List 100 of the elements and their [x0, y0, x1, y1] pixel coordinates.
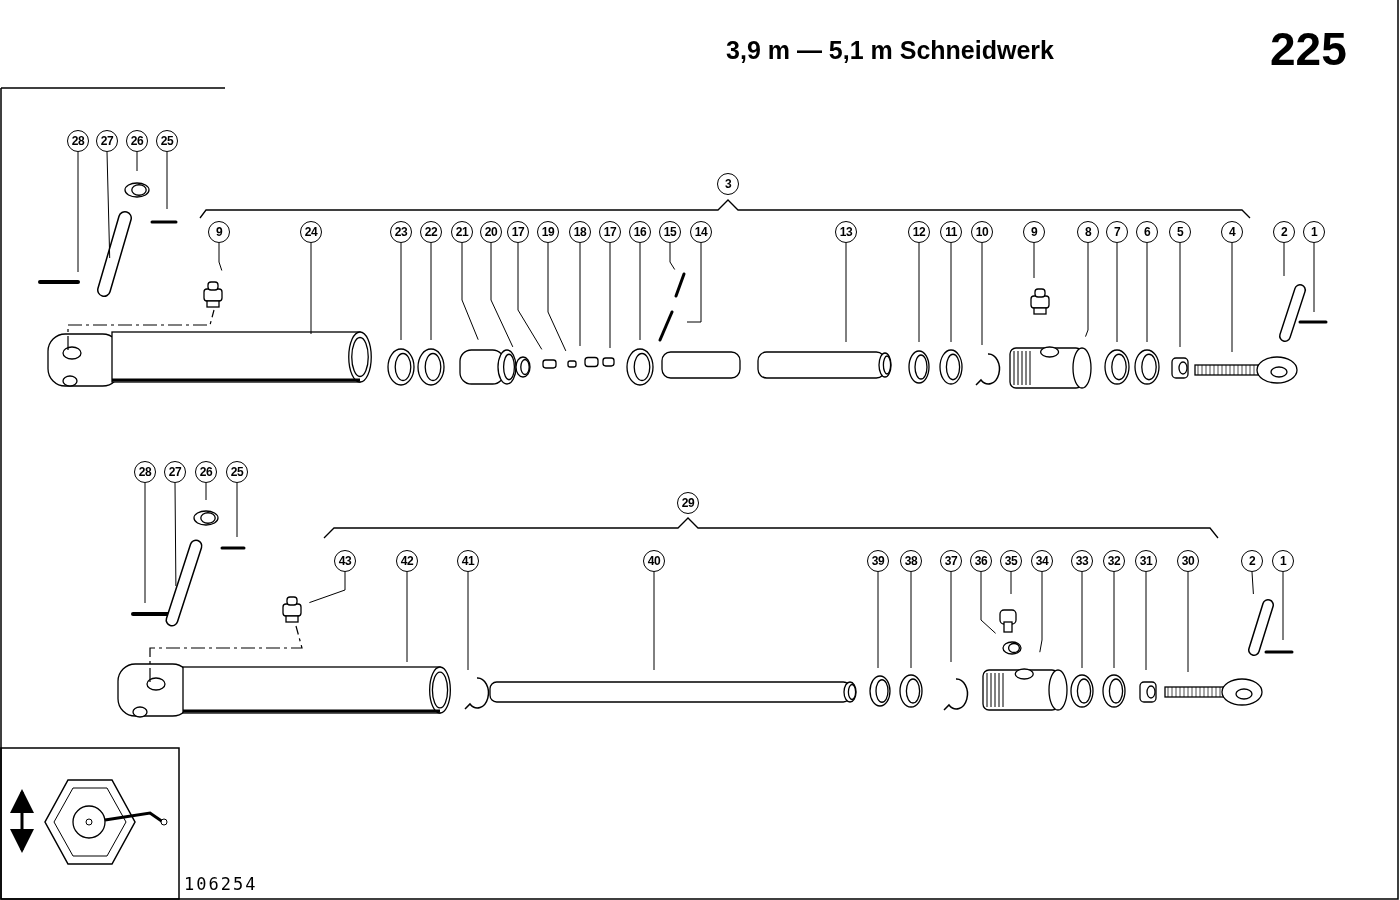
callout-number: 8	[1077, 221, 1099, 243]
leader-line	[1145, 571, 1147, 671]
leader-line	[136, 151, 138, 172]
callout-number: 27	[164, 461, 186, 483]
leader-line	[1313, 242, 1315, 313]
leader-line	[1039, 571, 1043, 653]
leader-line	[1283, 242, 1285, 277]
leader-line	[461, 242, 479, 341]
callout-number: 28	[134, 461, 156, 483]
leader-line	[1010, 571, 1012, 595]
leader-line	[1251, 571, 1254, 595]
leader-line	[1116, 242, 1118, 343]
leader-line	[77, 151, 79, 273]
callout-number: 26	[126, 130, 148, 152]
callout-number: 7	[1106, 221, 1128, 243]
leader-line	[310, 242, 312, 335]
leader-line	[609, 242, 611, 349]
callout-number: 30	[1177, 550, 1199, 572]
leader-line	[845, 242, 847, 343]
callout-number: 36	[970, 550, 992, 572]
leader-line	[950, 242, 952, 343]
leader-line	[308, 571, 346, 604]
callout-number: 32	[1103, 550, 1125, 572]
callout-number: 16	[629, 221, 651, 243]
callout-number: 28	[67, 130, 89, 152]
callout-number: 4	[1221, 221, 1243, 243]
callout-number: 39	[867, 550, 889, 572]
leader-line	[1033, 242, 1035, 279]
leader-line	[1146, 242, 1148, 343]
leader-line	[653, 571, 655, 671]
callout-number: 6	[1136, 221, 1158, 243]
callout-number: 29	[677, 492, 699, 514]
leader-line	[579, 242, 581, 347]
leader-line	[1179, 242, 1181, 348]
leader-line	[1187, 571, 1189, 673]
page-number: 225	[1270, 22, 1347, 76]
callout-number: 19	[537, 221, 559, 243]
callout-number: 33	[1071, 550, 1093, 572]
leader-line	[490, 242, 514, 348]
callout-number: 14	[690, 221, 712, 243]
leader-line	[918, 242, 920, 343]
leader-line	[467, 571, 469, 671]
leader-line	[400, 242, 402, 341]
leader-line	[430, 242, 432, 341]
leader-line	[166, 151, 168, 210]
leader-line	[1085, 242, 1089, 338]
callout-number: 25	[226, 461, 248, 483]
callout-number: 1	[1272, 550, 1294, 572]
callout-number: 34	[1031, 550, 1053, 572]
callout-number: 31	[1135, 550, 1157, 572]
callout-number: 35	[1000, 550, 1022, 572]
callout-number: 5	[1169, 221, 1191, 243]
callout-number: 1	[1303, 221, 1325, 243]
drawing-number: 106254	[184, 874, 258, 894]
callout-number: 13	[835, 221, 857, 243]
leader-line	[686, 242, 702, 323]
leader-line	[218, 242, 223, 271]
leader-line	[980, 571, 997, 634]
leader-line	[950, 571, 952, 663]
callout-number: 41	[457, 550, 479, 572]
leader-line	[639, 242, 641, 341]
callout-number: 23	[390, 221, 412, 243]
leader-line	[1231, 242, 1233, 353]
callout-number: 3	[717, 173, 739, 195]
leader-line	[877, 571, 879, 669]
callout-number: 22	[420, 221, 442, 243]
leader-line	[174, 482, 177, 587]
callout-number: 21	[451, 221, 473, 243]
callout-number: 27	[96, 130, 118, 152]
callout-number: 15	[659, 221, 681, 243]
callout-number: 12	[908, 221, 930, 243]
callout-number: 42	[396, 550, 418, 572]
leader-line	[981, 242, 983, 346]
callout-number: 20	[480, 221, 502, 243]
leader-line	[205, 482, 207, 501]
callout-number: 43	[334, 550, 356, 572]
callout-number: 24	[300, 221, 322, 243]
leader-line	[106, 151, 111, 259]
leader-line	[1282, 571, 1284, 641]
leader-line	[669, 242, 676, 270]
callout-number: 40	[643, 550, 665, 572]
callout-number: 10	[971, 221, 993, 243]
callout-number: 11	[940, 221, 962, 243]
callout-number: 38	[900, 550, 922, 572]
callout-number: 2	[1241, 550, 1263, 572]
callout-number: 26	[195, 461, 217, 483]
leader-line	[910, 571, 912, 669]
leader-line	[1113, 571, 1115, 669]
callout-number: 17	[507, 221, 529, 243]
callout-number: 25	[156, 130, 178, 152]
page-title: 3,9 m — 5,1 m Schneidwerk	[725, 36, 1055, 65]
leader-line	[144, 482, 146, 604]
callout-number: 2	[1273, 221, 1295, 243]
callout-number: 17	[599, 221, 621, 243]
callout-number: 9	[208, 221, 230, 243]
leader-line	[517, 242, 543, 350]
leader-line	[1081, 571, 1083, 669]
leader-line	[406, 571, 408, 663]
leader-line	[236, 482, 238, 538]
callout-number: 37	[940, 550, 962, 572]
